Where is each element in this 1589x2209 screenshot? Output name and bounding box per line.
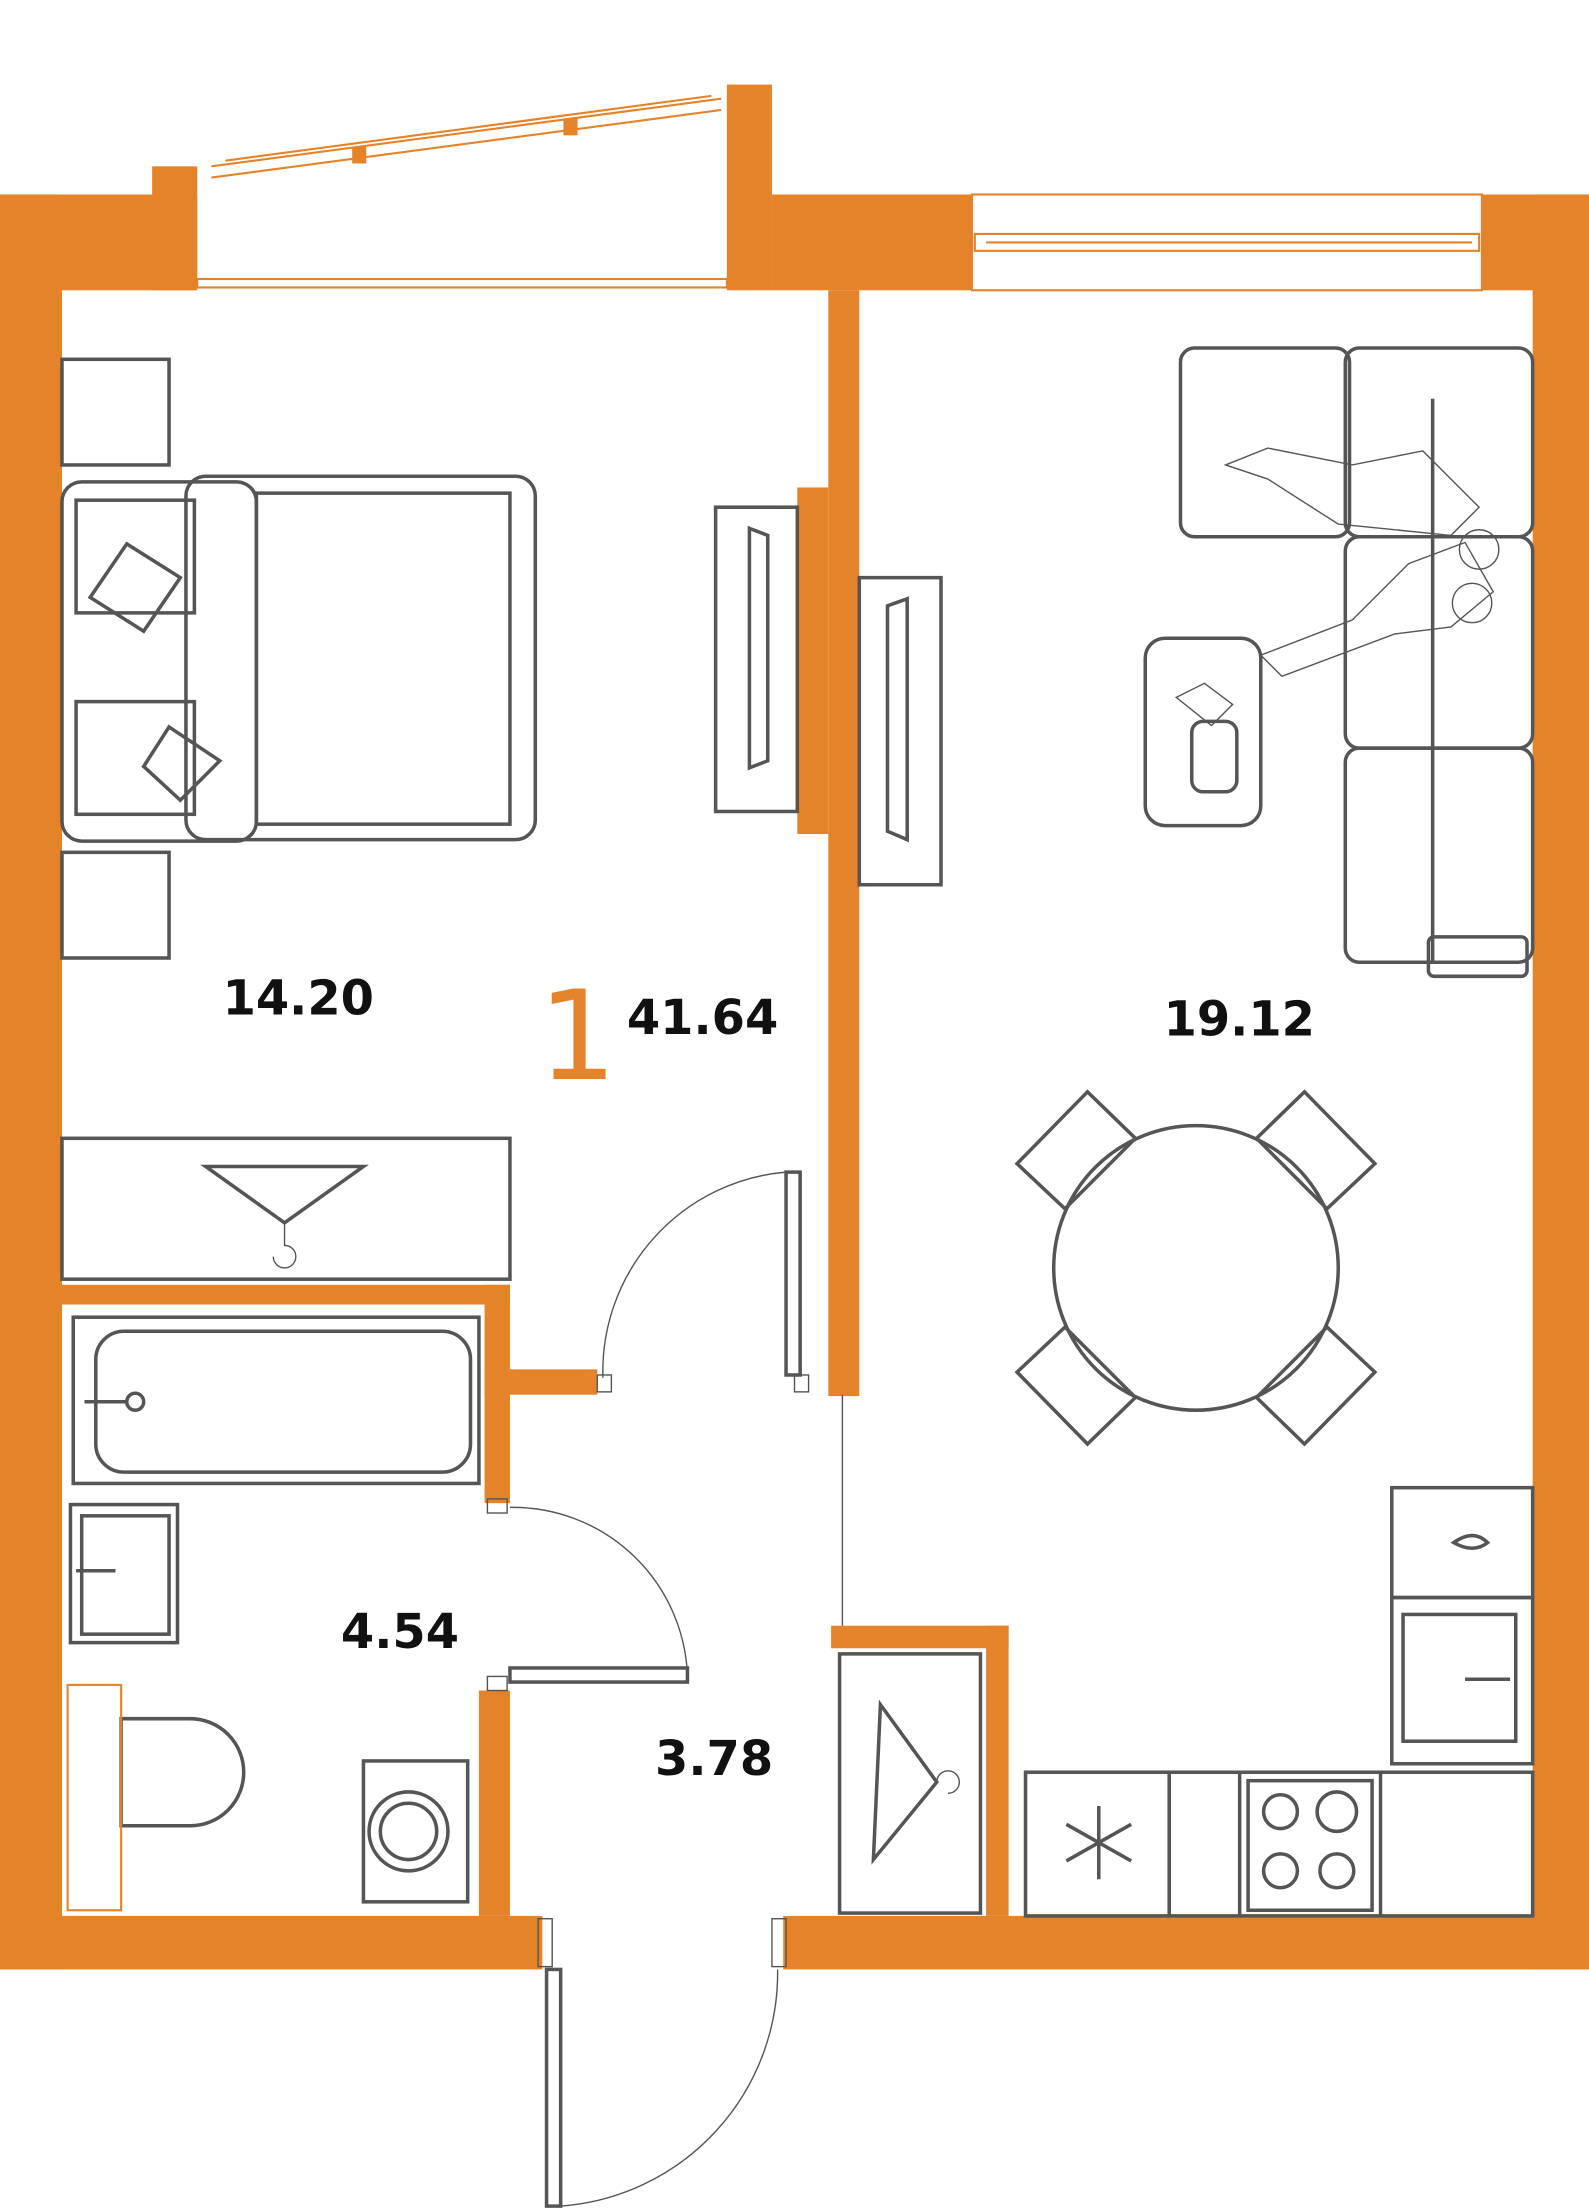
hallway-area-label: 3.78 bbox=[655, 1732, 773, 1787]
kitchen bbox=[1023, 1485, 1535, 1918]
bathroom-fixtures bbox=[66, 1315, 481, 1912]
living-area-label: 19.12 bbox=[1164, 992, 1315, 1047]
rooms-count: 1 bbox=[538, 965, 617, 1109]
bedroom-area-label: 14.20 bbox=[223, 971, 374, 1026]
wardrobe-hall bbox=[837, 1652, 983, 1915]
sofa bbox=[1178, 346, 1535, 979]
window-living bbox=[970, 193, 1483, 292]
snowflake-icon bbox=[1065, 1806, 1133, 1880]
coffee-table bbox=[1143, 636, 1263, 828]
dining-table bbox=[1014, 1089, 1378, 1447]
bathroom-area-label: 4.54 bbox=[341, 1605, 459, 1660]
total-area-label: 41.64 bbox=[627, 991, 778, 1046]
tv-units bbox=[713, 505, 943, 887]
walls bbox=[0, 84, 1589, 1970]
window-bedroom bbox=[159, 94, 768, 289]
bed bbox=[60, 357, 538, 960]
doors bbox=[486, 1170, 844, 2208]
wardrobe-bedroom bbox=[60, 1136, 512, 1281]
